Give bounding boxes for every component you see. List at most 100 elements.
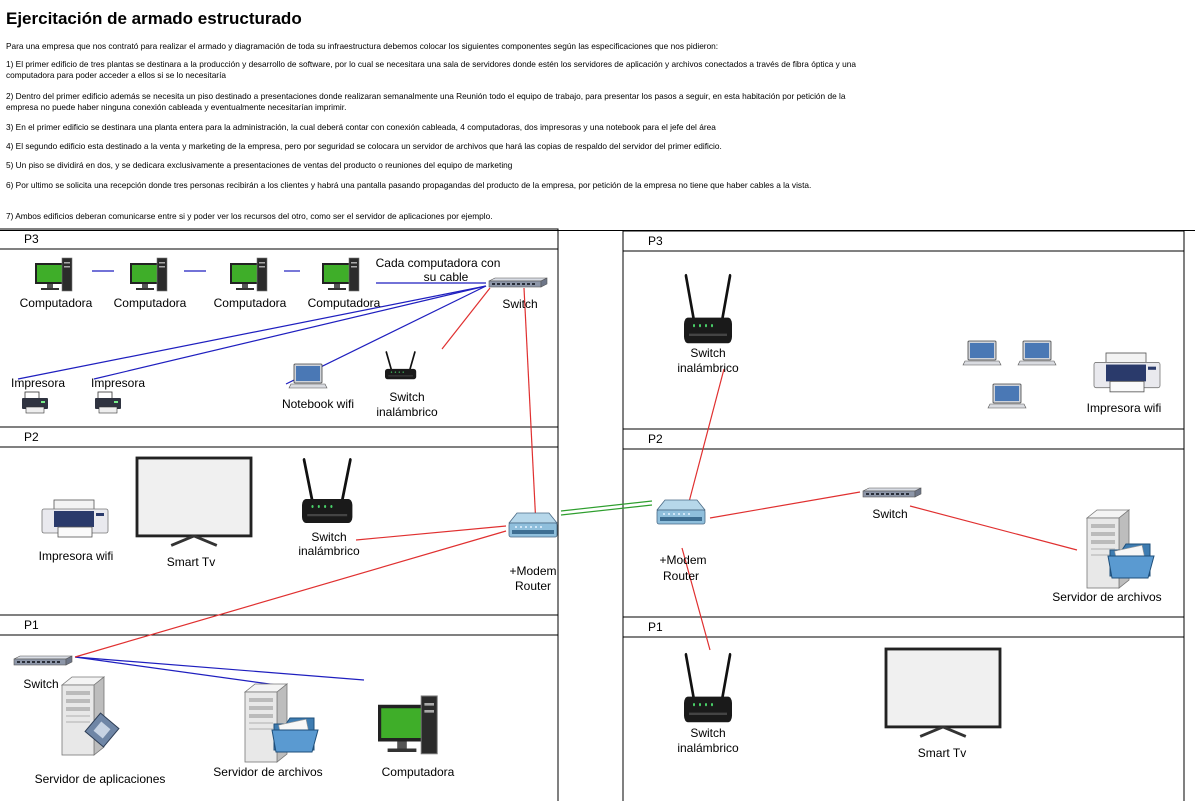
b2-p3-printer-wifi: Impresora wifi (1087, 352, 1162, 415)
printer-label: Impresora (11, 376, 65, 390)
switch-label: Switch (23, 677, 58, 691)
laptop-icon (987, 383, 1027, 409)
computer-label: Computadora (214, 296, 287, 310)
building2-frame (622, 230, 1185, 801)
app-server-label: Servidor de aplicaciones (35, 772, 166, 786)
file-server-label: Servidor de archivos (213, 765, 322, 779)
wireless-label-2: inalámbrico (298, 544, 360, 558)
wireless-label-1: Switch (690, 726, 725, 740)
wireless-label-1: Switch (311, 530, 346, 544)
tv-icon (135, 456, 253, 547)
b1-p1-app-server: Servidor de aplicaciones (35, 676, 166, 786)
b1-p2-smart-tv: Smart Tv (135, 456, 253, 569)
computer-icon (229, 257, 268, 292)
router-label-1: +Modem (659, 553, 706, 567)
fiber-link (560, 500, 653, 516)
cable-note-line1: Cada computadora con (376, 256, 501, 270)
b1-p3-notebook: Notebook wifi (282, 363, 354, 411)
requirement-5: 5) Un piso se dividirá en dos, y se dedi… (6, 160, 513, 170)
b2-p1-wireless-switch: Switch inalámbrico (677, 655, 739, 755)
wireless-router-icon (684, 276, 732, 343)
wireless-label-1: Switch (690, 346, 725, 360)
file-server-label: Servidor de archivos (1052, 590, 1161, 604)
printer-icon (94, 391, 122, 414)
laptop-icon (288, 363, 328, 389)
b1-p3-printer-2: Impresora (91, 376, 145, 414)
computer-icon (129, 257, 168, 292)
b1-p3-computer-4: Computadora (308, 257, 381, 310)
computer-label: Computadora (114, 296, 187, 310)
computer-icon (321, 257, 360, 292)
requirement-7: 7) Ambos edificios deberan comunicarse e… (6, 211, 493, 221)
notebook-label: Notebook wifi (282, 397, 354, 411)
wireless-router-icon (300, 458, 355, 525)
b2-floor-p1-label: P1 (648, 620, 663, 634)
page-title: Ejercitación de armado estructurado (6, 9, 302, 28)
b2-floor-p3-label: P3 (648, 234, 663, 248)
requirement-6: 6) Por ultimo se solicita una recepción … (6, 180, 812, 190)
wireless-router-icon (684, 655, 732, 722)
requirement-3: 3) En el primer edificio se destinara un… (6, 122, 716, 132)
computer-label: Computadora (382, 765, 455, 779)
tv-label: Smart Tv (918, 746, 966, 760)
instructions-header: Ejercitación de armado estructurado Para… (0, 0, 1195, 231)
b1-p3-switch: Switch (488, 277, 548, 311)
b1-p3-computer-1: Computadora (20, 257, 93, 310)
b2-p3-wireless-switch: Switch inalámbrico (677, 276, 739, 375)
laptop-icon (962, 340, 1002, 366)
printer-icon (21, 391, 49, 414)
router-icon (508, 512, 558, 538)
b2-floor-p2-label: P2 (648, 432, 663, 446)
building1-frame (0, 228, 559, 801)
b1-p3-wireless-switch: Switch inalámbrico (376, 351, 438, 419)
switch-label: Switch (502, 297, 537, 311)
laptop-icon (1017, 340, 1057, 366)
printer-label: Impresora wifi (39, 549, 114, 563)
tv-label: Smart Tv (167, 555, 215, 569)
printer-label: Impresora (91, 376, 145, 390)
wired-links (17, 270, 487, 687)
switch-label: Switch (872, 507, 907, 521)
b2-p2-modem-router: +Modem Router (656, 499, 707, 583)
wireless-and-uplink-links (74, 287, 1078, 658)
tv-icon (884, 647, 1002, 738)
computer-label: Computadora (308, 296, 381, 310)
requirement-1: 1) El primer edificio de tres plantas se… (6, 59, 856, 80)
router-label-1: +Modem (509, 564, 556, 578)
switch-icon (862, 487, 922, 498)
b2-p2-file-server: Servidor de archivos (1052, 509, 1162, 604)
b1-p3-computer-3: Computadora (214, 257, 287, 310)
router-label-2: Router (515, 579, 551, 593)
computer-label: Computadora (20, 296, 93, 310)
wireless-label-1: Switch (389, 390, 424, 404)
computer-icon (34, 257, 73, 292)
requirement-2: 2) Dentro del primer edificio además se … (6, 91, 846, 112)
b1-p1-computer: Computadora (377, 695, 455, 779)
b1-p1-file-server: Servidor de archivos (213, 683, 323, 779)
wireless-label-2: inalámbrico (677, 361, 739, 375)
router-label-2: Router (663, 569, 699, 583)
cable-note-line2: su cable (424, 270, 469, 284)
computer-icon (377, 695, 439, 755)
b1-p2-modem-router: +Modem Router (508, 512, 558, 593)
b1-floor-p1-label: P1 (24, 618, 39, 632)
b2-p2-switch: Switch (862, 487, 922, 521)
printer-icon (41, 499, 109, 538)
requirement-4: 4) El segundo edificio esta destinado a … (6, 141, 722, 151)
b2-p1-smart-tv: Smart Tv (884, 647, 1002, 760)
b1-p1-switch: Switch (13, 655, 73, 691)
wireless-label-2: inalámbrico (677, 741, 739, 755)
b1-p3-computer-2: Computadora (114, 257, 187, 310)
wireless-router-icon (384, 351, 418, 381)
switch-icon (488, 277, 548, 288)
b1-floor-p3-label: P3 (24, 232, 39, 246)
b1-p2-printer-wifi: Impresora wifi (39, 499, 114, 563)
printer-label: Impresora wifi (1087, 401, 1162, 415)
intro-text: Para una empresa que nos contrató para r… (6, 41, 719, 51)
router-icon (656, 499, 706, 525)
b1-p3-printer-1: Impresora (11, 376, 65, 414)
b1-p2-wireless-switch: Switch inalámbrico (298, 458, 360, 558)
printer-icon (1093, 352, 1161, 393)
wireless-label-2: inalámbrico (376, 405, 438, 419)
